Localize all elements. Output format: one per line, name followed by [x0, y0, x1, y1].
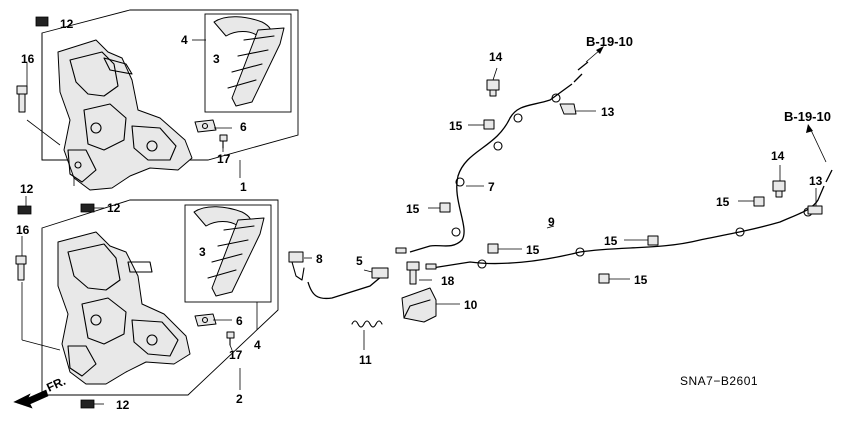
bolt-15-f: [753, 196, 765, 207]
callout-4-lower-lever: 4: [254, 338, 261, 352]
bolt-16-bottom: [15, 255, 27, 281]
callout-16-upper-bolt: 16: [21, 52, 35, 66]
callout-15-a: 15: [449, 119, 463, 133]
callout-13-right-bracket: 13: [809, 174, 823, 188]
cable-9: [425, 169, 833, 270]
bolt-8: [288, 251, 305, 281]
callout-8-bolt: 8: [316, 252, 323, 266]
callout-4-upper-lever: 4: [181, 33, 188, 47]
clip-6-top: [194, 119, 217, 133]
screw-17-top: [219, 134, 228, 149]
callout-7-cable: 7: [488, 180, 495, 194]
lower-lever-box: [184, 204, 272, 303]
callout-12-bottom-clip: 12: [116, 398, 130, 412]
callout-14-right-bolt: 14: [771, 149, 785, 163]
bolt-18: [406, 261, 420, 285]
callout-15-c: 15: [526, 243, 540, 257]
leader-lines: [21, 39, 817, 405]
callout-10-bracket: 10: [464, 298, 478, 312]
diagram-code: SNA7−B2601: [680, 374, 758, 388]
callout-1-upper-assembly: 1: [240, 180, 247, 194]
callout-6-lower-clip: 6: [236, 314, 243, 328]
callout-15-d: 15: [604, 234, 618, 248]
callout-3-upper-grip: 3: [213, 52, 220, 66]
bolt-14-left: [486, 79, 500, 97]
callout-12-upper-clip: 12: [60, 17, 74, 31]
lower-brake-bracket: [57, 231, 191, 385]
bolt-15-a: [483, 119, 495, 130]
bolt-15-b: [439, 202, 451, 213]
bracket-10: [401, 287, 437, 323]
callout-13-left-bracket: 13: [601, 105, 615, 119]
upper-lever-box: [204, 13, 292, 113]
callout-11-spring: 11: [359, 353, 372, 367]
bolt-15-d: [647, 235, 659, 246]
screw-17-bottom: [226, 331, 235, 346]
callout-9-cable: 9: [548, 215, 555, 229]
cable-5: [307, 267, 389, 300]
clip-12-left: [17, 205, 32, 215]
clip-12-top: [35, 16, 49, 27]
clip-12-mid: [80, 203, 95, 213]
callout-3-lower-grip: 3: [199, 245, 206, 259]
bolt-15-c: [487, 243, 499, 254]
callout-15-e: 15: [634, 273, 648, 287]
upper-assembly-frame: [41, 9, 299, 161]
direction-arrow-icon: [13, 389, 49, 409]
bracket-13-right: [807, 205, 823, 215]
bolt-15-e: [598, 273, 610, 284]
callout-12-mid-clip: 12: [107, 201, 121, 215]
section-ref-top: B-19-10: [586, 34, 633, 49]
reference-arrow-icon: [585, 46, 604, 63]
callout-17-lower-screw: 17: [229, 348, 243, 362]
clip-6-bottom: [194, 313, 217, 327]
spring-11: [351, 320, 383, 328]
bolt-14-right: [772, 180, 786, 198]
clip-12-bottom: [80, 399, 95, 409]
callout-15-b: 15: [406, 202, 420, 216]
callout-18-bolt: 18: [441, 274, 455, 288]
upper-brake-bracket: [57, 39, 193, 191]
direction-label: FR.: [44, 374, 67, 395]
callout-2-lower-assembly: 2: [236, 392, 243, 406]
bracket-13-left: [559, 103, 577, 115]
upper-lever-grip: [213, 16, 285, 107]
reference-arrow-icon: [806, 124, 827, 163]
lower-lever-grip: [193, 206, 265, 297]
section-ref-right: B-19-10: [784, 109, 831, 124]
callout-16-lower-bolt: 16: [16, 223, 30, 237]
bolt-16-top: [16, 85, 28, 113]
callout-14-left-bolt: 14: [489, 50, 503, 64]
callout-15-f: 15: [716, 195, 730, 209]
callout-6-upper-clip: 6: [240, 120, 247, 134]
cable-7: [395, 61, 589, 254]
callout-5-cable: 5: [356, 254, 363, 268]
callout-12-left-clip: 12: [20, 182, 34, 196]
callout-17-upper-screw: 17: [217, 152, 231, 166]
